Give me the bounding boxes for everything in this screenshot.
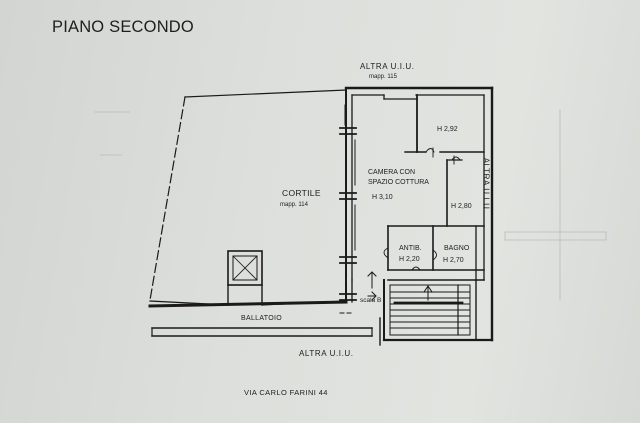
room-height-side: H 2,80 [451, 203, 472, 210]
room-height-camera: H 3,10 [372, 194, 393, 201]
interior-walls [351, 94, 485, 341]
staircase-scala-b [389, 284, 471, 336]
room-label-bagno: BAGNO [444, 245, 470, 252]
courtyard-parcel-label: mapp. 114 [280, 202, 308, 208]
address-label: VIA CARLO FARINI 44 [244, 388, 328, 397]
room-height-bagno: H 2,70 [443, 257, 464, 264]
courtyard-label: CORTILE [282, 188, 321, 198]
neighbor-label-top: ALTRA U.I.U. [360, 62, 415, 71]
neighbor-label-bottom: ALTRA U.I.U. [299, 349, 354, 358]
door-swings [383, 147, 461, 271]
parcel-label-top: mapp. 115 [369, 74, 397, 80]
exterior-walls [344, 86, 494, 342]
lift-shaft [227, 250, 263, 306]
balcony-label: BALLATOIO [241, 315, 282, 322]
room-label-antibagno: ANTIB. [399, 245, 422, 252]
entrance-arrow [367, 271, 381, 346]
room-height-upper: H 2,92 [437, 126, 458, 133]
plan-title: PIANO SECONDO [52, 18, 194, 36]
room-height-antibagno: H 2,20 [399, 256, 420, 263]
room-label-camera-line1: CAMERA CON [368, 169, 416, 176]
balcony-ballatoio [148, 300, 373, 337]
window-markers [339, 104, 357, 301]
stair-label: scala B [360, 297, 382, 304]
background-ghost-lines [94, 109, 607, 301]
room-label-camera-line2: SPAZIO COTTURA [368, 179, 429, 186]
neighbor-label-right: ALTRA U.I.U. [481, 157, 491, 213]
